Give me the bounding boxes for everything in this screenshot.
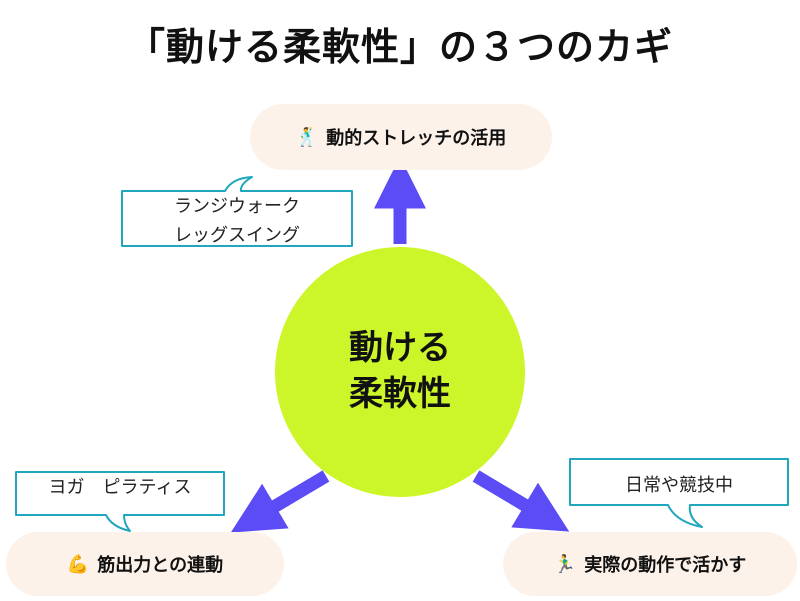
callout-right-line1: 日常や競技中 xyxy=(625,475,733,496)
center-label-line2: 柔軟性 xyxy=(349,374,451,414)
callout-top-text: ランジウォーク レッグスイング xyxy=(122,192,352,250)
node-left-label: 筋出力との連動 xyxy=(97,555,224,576)
arrow-to-right xyxy=(472,470,570,532)
callout-top-line2: レッグスイング xyxy=(174,225,300,246)
node-left: 💪 筋出力との連動 xyxy=(6,532,284,596)
callout-left-line1: ヨガ ピラティス xyxy=(48,477,192,498)
arrow-to-left xyxy=(230,470,330,533)
node-top: 🕺 動的ストレッチの活用 xyxy=(250,104,552,170)
callout-left-text: ヨガ ピラティス xyxy=(16,473,224,502)
diagram-title: 「動ける柔軟性」の３つのカギ xyxy=(126,25,673,69)
callout-right-text: 日常や競技中 xyxy=(570,471,788,500)
center-label: 動ける 柔軟性 xyxy=(275,248,525,496)
flexed-biceps-icon: 💪 xyxy=(66,553,90,575)
callout-left-box xyxy=(15,471,225,532)
center-label-line1: 動ける xyxy=(349,328,451,369)
callout-top-box xyxy=(121,176,353,247)
dancer-icon: 🕺 xyxy=(295,126,319,148)
node-right: 🏃‍♂️ 実際の動作で活かす xyxy=(503,532,797,596)
node-right-label: 実際の動作で活かす xyxy=(584,555,747,576)
runner-icon: 🏃‍♂️ xyxy=(553,553,577,575)
center-circle xyxy=(275,247,525,497)
callout-top-line1: ランジウォーク xyxy=(174,196,300,217)
callout-right-box xyxy=(569,458,789,528)
node-top-label: 動的ストレッチの活用 xyxy=(326,128,507,149)
